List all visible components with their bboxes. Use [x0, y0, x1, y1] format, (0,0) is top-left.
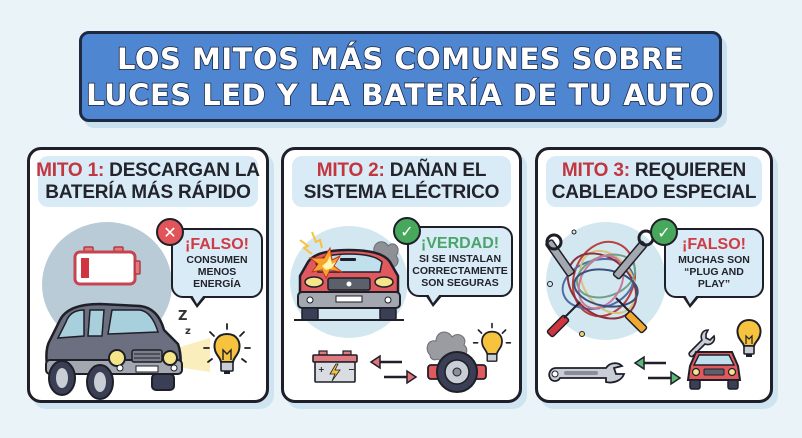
myth-2-verdict: ¡VERDAD! — [420, 234, 500, 252]
myth-1-explanation-line: MENOS — [197, 266, 237, 278]
myth-3-verdict: ¡FALSO! — [682, 236, 746, 253]
light-bulb-icon — [472, 322, 512, 362]
myth-3-header: MITO 3: REQUIEREN CABLEADO ESPECIAL — [546, 156, 762, 207]
svg-text:+: + — [318, 365, 325, 374]
smoking-wheel-icon — [426, 331, 487, 393]
wrench-icon — [688, 329, 716, 358]
x-mark-icon: ✕ — [156, 218, 184, 246]
swap-arrows-icon — [633, 355, 682, 386]
myth-1-header: MITO 1: DESCARGAN LA BATERÍA MÁS RÁPIDO — [36, 156, 260, 207]
title-banner: LOS MITOS MÁS COMUNES SOBRE LUCES LED Y … — [79, 31, 722, 122]
title-line-2: LUCES LED Y LA BATERÍA DE TU AUTO — [85, 77, 715, 113]
check-mark-icon: ✓ — [650, 218, 678, 246]
myth-1-tag: MITO 1: — [36, 159, 105, 181]
myth-1-explanation-line: CONSUMEN — [186, 254, 248, 266]
myth-1-verdict: ¡FALSO! — [185, 236, 249, 253]
myth-2-title-line2: SISTEMA ELÉCTRICO — [303, 181, 500, 203]
myth-1-explanation-line: ENERGÍA — [193, 278, 241, 290]
myth-1-title-line1: DESCARGAN LA — [109, 159, 260, 181]
myth-2-title-line1: DAÑAN EL — [389, 159, 487, 181]
myth-2-verdict-bubble: ¡VERDAD! SI SE INSTALAN CORRECTAMENTE SO… — [407, 226, 513, 307]
low-battery-icon — [73, 246, 141, 286]
wrench-icon — [548, 362, 626, 384]
myth-panel-2: MITO 2: DAÑAN EL SISTEMA ELÉCTRICO + − — [281, 147, 522, 403]
myth-2-explanation-line: SON SEGURAS — [421, 276, 499, 289]
svg-text:−: − — [348, 365, 355, 374]
sleeping-car-with-headlights — [45, 302, 210, 400]
zzz-icon: Z z — [178, 309, 191, 337]
svg-text:z: z — [185, 326, 191, 337]
myth-1-verdict-bubble: ¡FALSO! CONSUMEN MENOS ENERGÍA — [171, 228, 263, 308]
myth-2-explanation-line: SI SE INSTALAN — [418, 252, 502, 265]
myth-panel-3: MITO 3: REQUIEREN CABLEADO ESPECIAL — [535, 147, 773, 403]
check-mark-icon: ✓ — [393, 217, 421, 245]
myth-3-verdict-bubble: ¡FALSO! MUCHAS SON “PLUG AND PLAY” — [664, 228, 764, 308]
myth-3-explanation-line: PLAY” — [697, 278, 731, 290]
light-bulb-icon — [736, 318, 762, 357]
car-battery-icon: + − — [312, 350, 358, 383]
myth-2-header: MITO 2: DAÑAN EL SISTEMA ELÉCTRICO — [292, 156, 511, 207]
myth-3-explanation-line: MUCHAS SON — [678, 254, 750, 266]
myth-1-title-line2: BATERÍA MÁS RÁPIDO — [45, 181, 251, 203]
light-bulb-icon — [203, 323, 251, 374]
myth-3-explanation-line: “PLUG AND — [684, 266, 744, 278]
title-line-1: LOS MITOS MÁS COMUNES SOBRE — [116, 41, 685, 77]
myth-3-tag: MITO 3: — [561, 159, 630, 181]
myth-2-explanation-line: CORRECTAMENTE — [412, 264, 508, 277]
myth-2-tag: MITO 2: — [316, 159, 385, 181]
myth-3-title-line2: CABLEADO ESPECIAL — [551, 181, 757, 203]
swap-arrows-icon — [369, 354, 418, 385]
car-with-sparks-and-smoke — [294, 231, 404, 321]
car-icon — [686, 351, 742, 390]
svg-text:Z: Z — [178, 309, 187, 324]
myth-panel-1: MITO 1: DESCARGAN LA BATERÍA MÁS RÁPIDO … — [27, 147, 269, 403]
myth-3-title-line1: REQUIEREN — [634, 159, 747, 181]
tangled-wires-with-tools — [545, 229, 655, 338]
